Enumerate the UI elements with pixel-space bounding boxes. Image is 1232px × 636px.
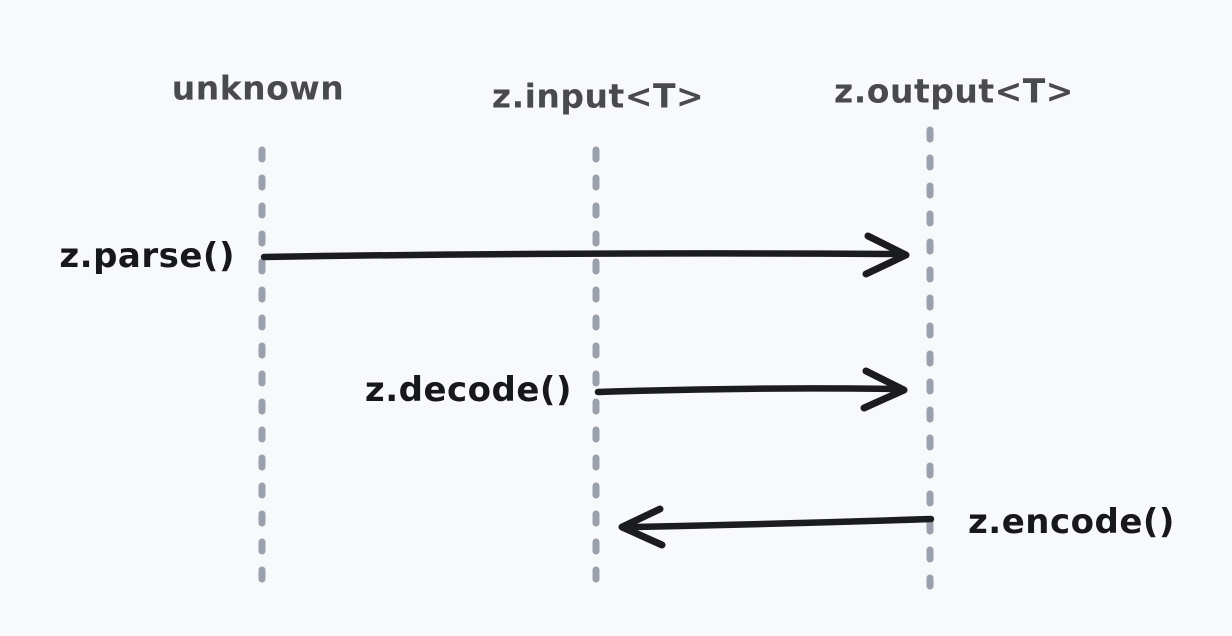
arrow-parse	[260, 232, 910, 278]
arrow-decode-shaft	[594, 385, 902, 396]
arrow-encode-head	[618, 505, 666, 549]
arrow-decode-head	[860, 367, 908, 412]
arrow-parse-shaft	[260, 250, 904, 261]
message-label-decode: z.decode()	[364, 370, 572, 410]
lifeline-header-z-input: z.input<T>	[491, 76, 705, 116]
lifeline-header-unknown: unknown	[171, 68, 345, 108]
arrow-parse-head	[862, 232, 910, 278]
lifeline-header-z-output: z.output<T>	[834, 71, 1074, 111]
arrow-encode	[618, 505, 935, 549]
message-label-encode: z.encode()	[968, 502, 1175, 542]
arrow-encode-shaft	[628, 515, 935, 531]
arrow-decode	[594, 367, 908, 412]
message-label-parse: z.parse()	[59, 236, 235, 276]
